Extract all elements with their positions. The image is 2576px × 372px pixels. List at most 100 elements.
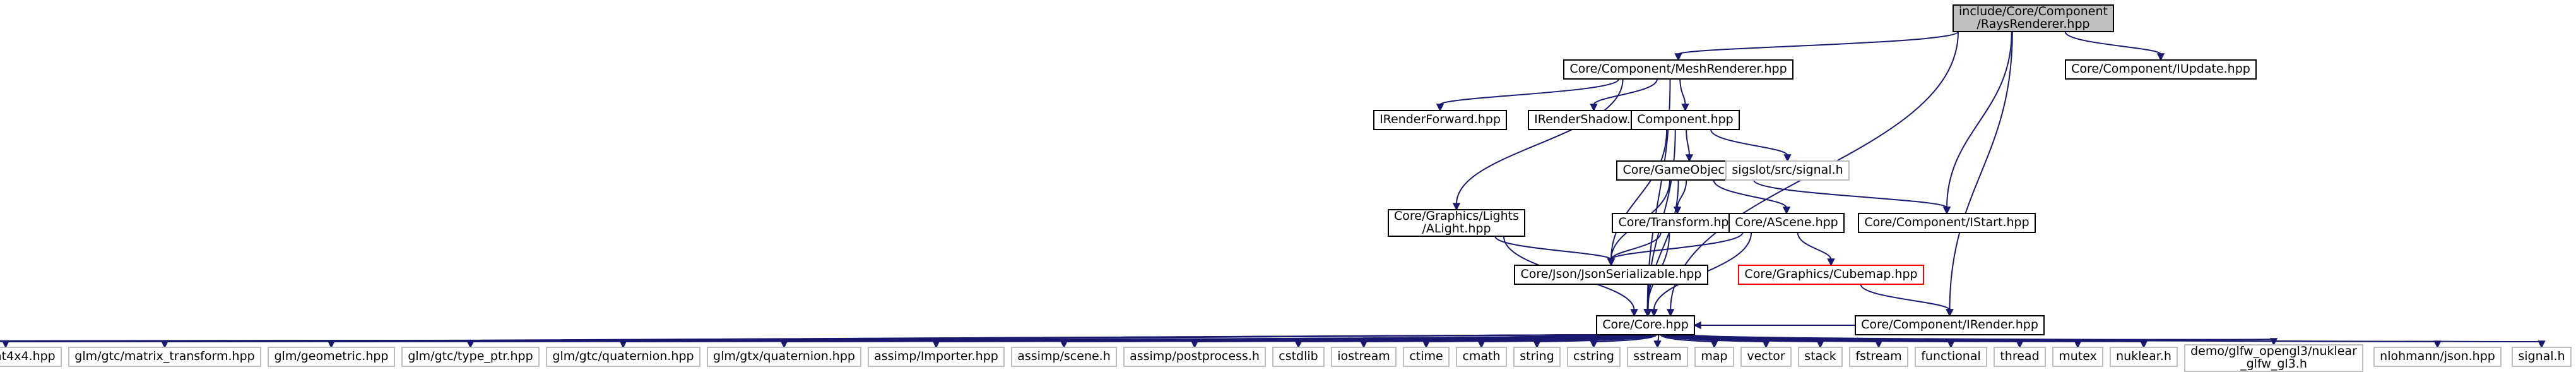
edge-arrowhead [1693,321,1701,330]
node-gtc_quaternion: glm/gtc/quaternion.hpp [546,347,700,367]
node-functional: functional [1915,347,1987,367]
node-label: Core/Graphics/Cubemap.hpp [1744,267,1917,281]
node-postprocess: assimp/postprocess.h [1123,347,1266,367]
edge-arrowhead [1060,340,1068,349]
edge-core-to-signal [1689,334,2542,342]
node-box [2052,347,2103,367]
node-box [546,347,700,367]
node-meshrenderer[interactable]: Core/Component/MeshRenderer.hpp [1563,59,1793,80]
node-gtx_quaternion: glm/gtx/quaternion.hpp [707,347,861,367]
node-box [2065,59,2257,80]
edge-arrowhead [1590,340,1598,349]
node-nuklear_glfw: demo/glfw_opengl3/nuklear_glfw_gl3.h [2184,344,2363,372]
edge-alight-to-jsonserializable [1494,236,1612,260]
edge-gameobject-to-core [1647,179,1679,311]
node-label: Core/Json/JsonSerializable.hpp [1520,267,1701,281]
node-box [1953,4,2114,32]
node-irenderforward[interactable]: IRenderForward.hpp [1373,110,1507,130]
node-importer: assimp/Importer.hpp [868,347,1005,367]
node-label: Core/GameObject.hpp [1622,163,1756,177]
edge-raysrenderer-to-iupdate [2064,31,2161,55]
node-label: nlohmann/json.hpp [2380,349,2495,363]
edge-arrowhead [1477,340,1486,349]
node-label: fstream [1855,349,1901,363]
node-label: Core/Component/MeshRenderer.hpp [1569,62,1787,76]
node-box [1738,265,1924,285]
edge-component-to-gameobject [1686,129,1690,156]
node-signal: signal.h [2512,347,2572,367]
node-label: /RaysRenderer.hpp [1976,17,2089,31]
node-box [1567,347,1621,367]
node-json: nlohmann/json.hpp [2373,347,2502,367]
edge-component-to-signal_src [1710,129,1788,156]
node-label: sstream [1633,349,1681,363]
node-box [1403,347,1450,367]
edge-arrowhead [1590,104,1598,112]
node-scene: assimp/scene.h [1011,347,1117,367]
edge-arrowhead [1294,340,1303,349]
node-stack: stack [1798,347,1843,367]
nodes-layer: include/Core/Component/RaysRenderer.hppC… [0,4,2572,372]
node-box [1994,347,2046,367]
edge-raysrenderer-to-irender [1949,31,2013,311]
node-ascene[interactable]: Core/AScene.hpp [1728,213,1845,233]
node-signal_src: sigslot/src/signal.h [1725,160,1850,181]
node-box [2110,347,2178,367]
edge-arrowhead [466,340,475,349]
node-label: /ALight.hpp [1422,222,1491,236]
node-box [1011,347,1117,367]
node-box [1694,347,1734,367]
node-box [2512,347,2572,367]
node-label: Core/Component/IUpdate.hpp [2071,62,2250,76]
node-label: assimp/Importer.hpp [874,349,998,363]
edge-arrowhead [1710,340,1718,349]
edge-component-to-jsonserializable [1610,129,1668,260]
node-box [1849,347,1908,367]
edge-arrowhead [1190,340,1199,349]
edge-cubemap-to-irender [1860,284,1951,311]
edge-arrowhead [1452,203,1461,211]
node-box [2373,347,2502,367]
node-label: map [1701,349,1727,363]
edge-arrowhead [780,340,788,349]
edge-gameobject-to-istart [1753,179,1947,208]
node-cmath: cmath [1456,347,1507,367]
node-label: stack [1804,349,1836,363]
node-box [401,347,540,367]
edge-arrowhead [2538,340,2546,349]
node-raysrenderer[interactable]: include/Core/Component/RaysRenderer.hpp [1953,4,2114,32]
edge-arrowhead [1946,309,1954,317]
node-label: glm/gtc/type_ptr.hpp [408,349,533,363]
node-box [1514,265,1708,285]
edge-arrowhead [619,340,627,349]
edge-ascene-to-jsonserializable [1610,232,1744,260]
node-type_ptr: glm/gtc/type_ptr.hpp [401,347,540,367]
node-label: iostream [1337,349,1390,363]
node-irender[interactable]: Core/Component/IRender.hpp [1855,315,2045,335]
node-box [1627,347,1688,367]
node-label: IRenderForward.hpp [1380,112,1501,126]
node-thread: thread [1994,347,2046,367]
node-label: Component.hpp [1637,112,1734,126]
node-label: Core/Graphics/Lights [1394,209,1519,223]
node-istart[interactable]: Core/Component/IStart.hpp [1858,213,2036,233]
node-core[interactable]: Core/Core.hpp [1596,315,1695,335]
node-box [1915,347,1987,367]
node-box [1388,209,1525,237]
node-component[interactable]: Component.hpp [1631,110,1740,130]
node-cstring: cstring [1567,347,1621,367]
node-iupdate[interactable]: Core/Component/IUpdate.hpp [2065,59,2257,80]
edge-arrowhead [1630,309,1638,317]
node-label: glm/mat4x4.hpp [0,349,56,363]
node-jsonserializable[interactable]: Core/Json/JsonSerializable.hpp [1514,265,1708,285]
edge-arrowhead [1783,154,1792,162]
node-alight[interactable]: Core/Graphics/Lights/ALight.hpp [1388,209,1525,237]
node-label: demo/glfw_opengl3/nuklear [2190,344,2357,358]
edge-arrowhead [1643,309,1651,317]
node-transform[interactable]: Core/Transform.hpp [1612,213,1743,233]
node-fstream: fstream [1849,347,1908,367]
edge-arrowhead [1666,309,1675,317]
edge-meshrenderer-to-irenderforward [1439,78,1620,105]
node-cubemap[interactable]: Core/Graphics/Cubemap.hpp [1738,265,1924,285]
